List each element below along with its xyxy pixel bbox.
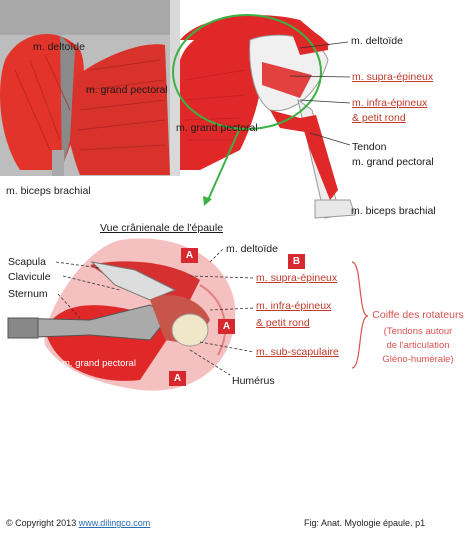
footer-copyright: © Copyright 2013 www.dilingco.com bbox=[6, 518, 150, 528]
label-pectoral-left: m. grand pectoral bbox=[86, 84, 168, 96]
badge-a-bottom: A bbox=[169, 371, 186, 386]
scapula-bottom-bone bbox=[90, 261, 177, 301]
label-deltoid-right: m. deltoïde bbox=[351, 35, 403, 47]
cuff-line-3: Gléno-humérale) bbox=[382, 354, 454, 365]
copyright-icon: © bbox=[6, 518, 13, 528]
label-biceps-left: m. biceps brachial bbox=[6, 185, 91, 197]
label-deltoid-left: m. deltoïde bbox=[33, 41, 85, 53]
label-supra-top: m. supra-épineux bbox=[352, 71, 434, 83]
label-deltoid-bottom: m. deltoïde bbox=[226, 243, 278, 255]
badge-a-middle: A bbox=[218, 319, 235, 334]
label-infra-top-1: m. infra-épineux bbox=[352, 97, 428, 109]
label-pectoral-bottom: m. grand pectoral bbox=[62, 358, 136, 369]
shoulder-side-view bbox=[170, 0, 356, 219]
cuff-line-2: de l'articulation bbox=[386, 340, 450, 351]
label-clavicule: Clavicule bbox=[8, 271, 51, 283]
label-sternum: Sternum bbox=[8, 288, 48, 300]
cranial-view bbox=[7, 238, 236, 391]
label-sub-scapulaire: m. sub-scapulaire bbox=[256, 346, 339, 358]
cuff-bracket bbox=[351, 261, 369, 369]
pectoral-left-muscle bbox=[60, 44, 170, 175]
label-humerus: Humérus bbox=[232, 375, 275, 387]
label-infra-top-2: & petit rond bbox=[352, 112, 406, 124]
figure-caption: Fig: Anat. Myologie épaule. p1 bbox=[304, 518, 426, 528]
humerus-head bbox=[171, 313, 209, 347]
section-title: Vue crânienale de l'épaule bbox=[100, 222, 224, 234]
arrow-head-icon bbox=[203, 196, 212, 206]
badge-b: B bbox=[288, 254, 305, 269]
torso-photo bbox=[0, 0, 170, 176]
label-tendon: Tendon bbox=[352, 141, 387, 153]
badge-a-top: A bbox=[181, 248, 198, 263]
label-scapula: Scapula bbox=[8, 256, 46, 268]
site-link[interactable]: www.dilingco.com bbox=[78, 518, 151, 528]
biceps-right-muscle bbox=[300, 115, 338, 200]
highlight-circle bbox=[172, 14, 322, 130]
supraspinatus-muscle bbox=[262, 62, 312, 98]
label-supra-bottom: m. supra-épineux bbox=[256, 272, 338, 284]
label-pectoral-right: m. grand pectoral bbox=[352, 156, 434, 168]
label-infra-bottom-1: m. infra-épineux bbox=[256, 300, 332, 312]
cuff-title: Coiffe des rotateurs bbox=[372, 309, 464, 321]
label-pectoral-middle: m. grand pectoral bbox=[176, 122, 258, 134]
label-infra-bottom-2: & petit rond bbox=[256, 317, 310, 329]
cuff-line-1: (Tendons autour bbox=[383, 326, 453, 337]
label-biceps-right: m. biceps brachial bbox=[351, 205, 436, 217]
pectoral-right-muscle bbox=[180, 30, 263, 171]
copyright-text: Copyright 2013 bbox=[15, 518, 77, 528]
